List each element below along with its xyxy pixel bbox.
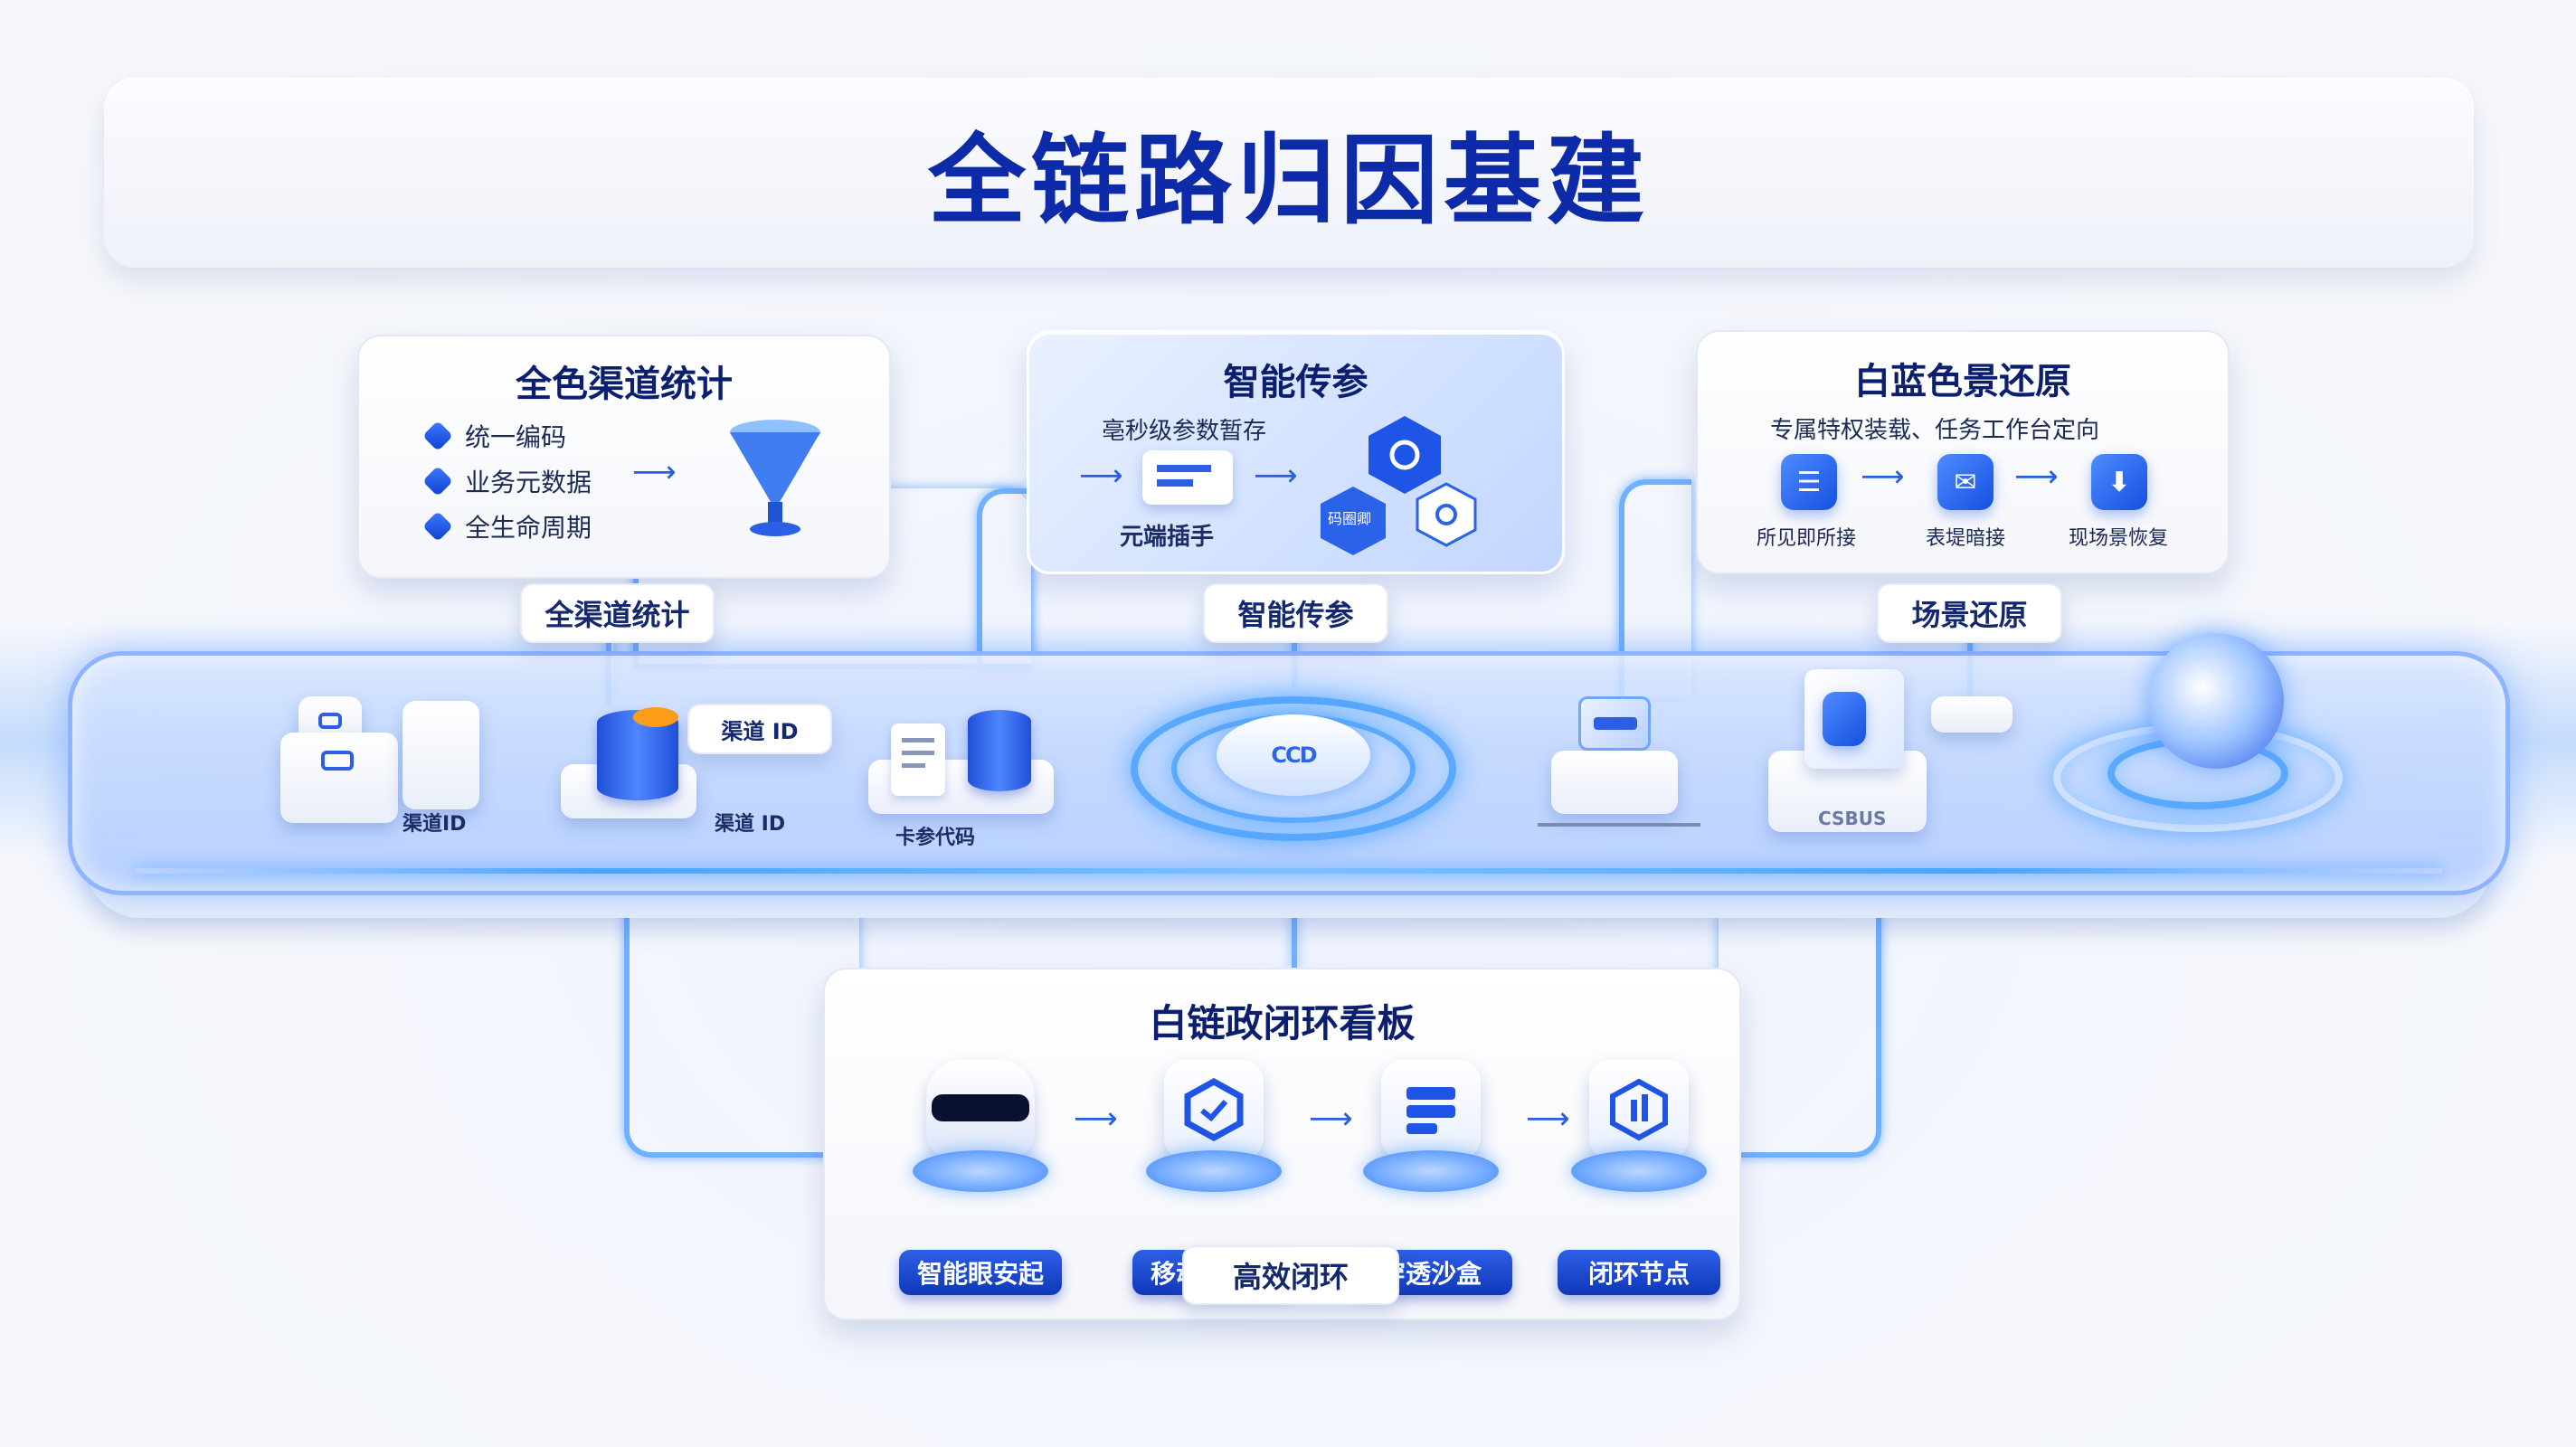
hexagon-icon: [1317, 485, 1389, 557]
list-item: 统一编码: [422, 418, 566, 454]
data-icon: [1589, 1060, 1689, 1159]
card-scene-restore: 白蓝色景还原 专属特权装载、任务工作台定向 ☰ ⟶ ✉ ⟶ ⬇ 所见即所接 表堤…: [1696, 330, 2230, 574]
arrow-icon: ⟶: [2014, 459, 2059, 495]
card-title: 智能传参: [1223, 362, 1368, 403]
card-tag: 元端插手: [1120, 524, 1215, 551]
chip-icon: [318, 713, 342, 729]
link-icon: CCD: [1271, 742, 1317, 768]
vr-glasses-icon: [926, 1060, 1035, 1159]
card-title: 白链政闭环看板: [1149, 1001, 1416, 1045]
list-item: 全生命周期: [422, 508, 592, 544]
check-icon: [422, 421, 453, 451]
connector-pipe-center-top: [977, 488, 1031, 669]
card-title: 全色渠道统计: [516, 364, 733, 405]
hexagon-icon: [1364, 414, 1445, 496]
document-icon: [891, 724, 945, 796]
label-closed-loop: 高效闭环: [1182, 1245, 1399, 1305]
hub-outer-ring: [1131, 696, 1456, 841]
arrow-icon: ⟶: [632, 454, 677, 490]
card-icon: [1142, 450, 1233, 505]
list-icon: [1381, 1060, 1481, 1159]
step-disc: [1571, 1150, 1707, 1192]
connector-pipe-right: [1619, 479, 1691, 696]
step-disc: [913, 1150, 1048, 1192]
connector-pipe-bottom-center: [1292, 895, 1297, 968]
card-closed-loop: 白链政闭环看板 智能眼安起 ⟶ 移动端颇约 ⟶ 穿透沙盒 ⟶ 闭环节点 高效闭环: [823, 968, 1741, 1320]
database-orange-cap: [633, 707, 678, 727]
label-smart-params: 智能传参: [1203, 583, 1388, 643]
step-badge: 智能眼安起: [899, 1250, 1062, 1295]
card-subtitle: 亳秒级参数暂存: [1102, 418, 1267, 445]
arrow-icon: ⟶: [1526, 1101, 1570, 1137]
list-item: 业务元数据: [422, 463, 592, 499]
arrow-icon: ⟶: [1309, 1101, 1353, 1137]
mail-icon: ✉: [1937, 454, 1994, 510]
card-channel-stats: 全色渠道统计 统一编码 业务元数据 全生命周期 ⟶: [357, 335, 891, 579]
step-item: 智能眼安起: [899, 1060, 1062, 1295]
check-icon: [422, 511, 453, 542]
terminal-block: [1551, 751, 1678, 814]
label-channel-stats: 全渠道统计: [520, 583, 715, 643]
step-label: 现场景恢复: [2069, 527, 2169, 550]
card-title: 白蓝色景还原: [1854, 361, 2071, 402]
hexagon-icon: [1414, 482, 1479, 547]
step-badge: 闭环节点: [1558, 1250, 1720, 1295]
platform-label-channel-id-2: 渠道 ID: [715, 813, 786, 836]
platform-label-code: 卡参代码: [895, 827, 976, 849]
document-icon: ☰: [1781, 454, 1837, 510]
card-smart-params: 智能传参 亳秒级参数暂存 ⟶ 元端插手 ⟶ 码圈卿: [1027, 330, 1565, 574]
hexagon-label: 码圈卿: [1328, 510, 1372, 527]
step-disc: [1146, 1150, 1282, 1192]
page-title: 全链路归因基建: [927, 125, 1650, 238]
platform-glow-line: [136, 868, 2442, 874]
platform-label-decoration: [1538, 823, 1700, 827]
step-label: 所见即所接: [1757, 527, 1857, 550]
arrow-icon: ⟶: [1861, 459, 1905, 495]
check-icon: [422, 466, 453, 497]
arrow-icon: ⟶: [1079, 458, 1123, 494]
shield-icon: [1164, 1060, 1264, 1159]
hub-center: CCD: [1217, 714, 1370, 796]
step-item: 闭环节点: [1558, 1060, 1720, 1295]
connector-pipe-bottom-left: [624, 895, 859, 1158]
data-stack-icon: [968, 710, 1031, 791]
shield-icon: [1823, 692, 1866, 746]
chip-icon: [321, 751, 354, 771]
step-disc: [1363, 1150, 1499, 1192]
channel-id-chip: 渠道 ID: [687, 704, 832, 754]
download-icon: ⬇: [2091, 454, 2147, 510]
target-globe-icon: [2148, 633, 2284, 769]
arrow-icon: ⟶: [1074, 1101, 1118, 1137]
terminal-screen-icon: [1578, 696, 1651, 751]
card-panel-icon: [1804, 669, 1904, 769]
title-bar: 全链路归因基建: [104, 78, 2474, 268]
connector-pipe-bottom-right: [1719, 895, 1881, 1158]
label-scene-restore: 场景还原: [1877, 583, 2062, 643]
connector-block: [1931, 696, 2012, 733]
platform-label-channel-id: 渠道ID: [402, 813, 467, 836]
server-block: [280, 733, 398, 823]
step-label: 表堤暗接: [1926, 527, 2006, 550]
platform-label-csbus: CSBUS: [1818, 808, 1887, 829]
funnel-icon: [721, 416, 829, 543]
server-stack: [402, 701, 479, 809]
arrow-icon: ⟶: [1254, 458, 1298, 494]
card-subtitle: 专属特权装载、任务工作台定向: [1770, 417, 2100, 444]
